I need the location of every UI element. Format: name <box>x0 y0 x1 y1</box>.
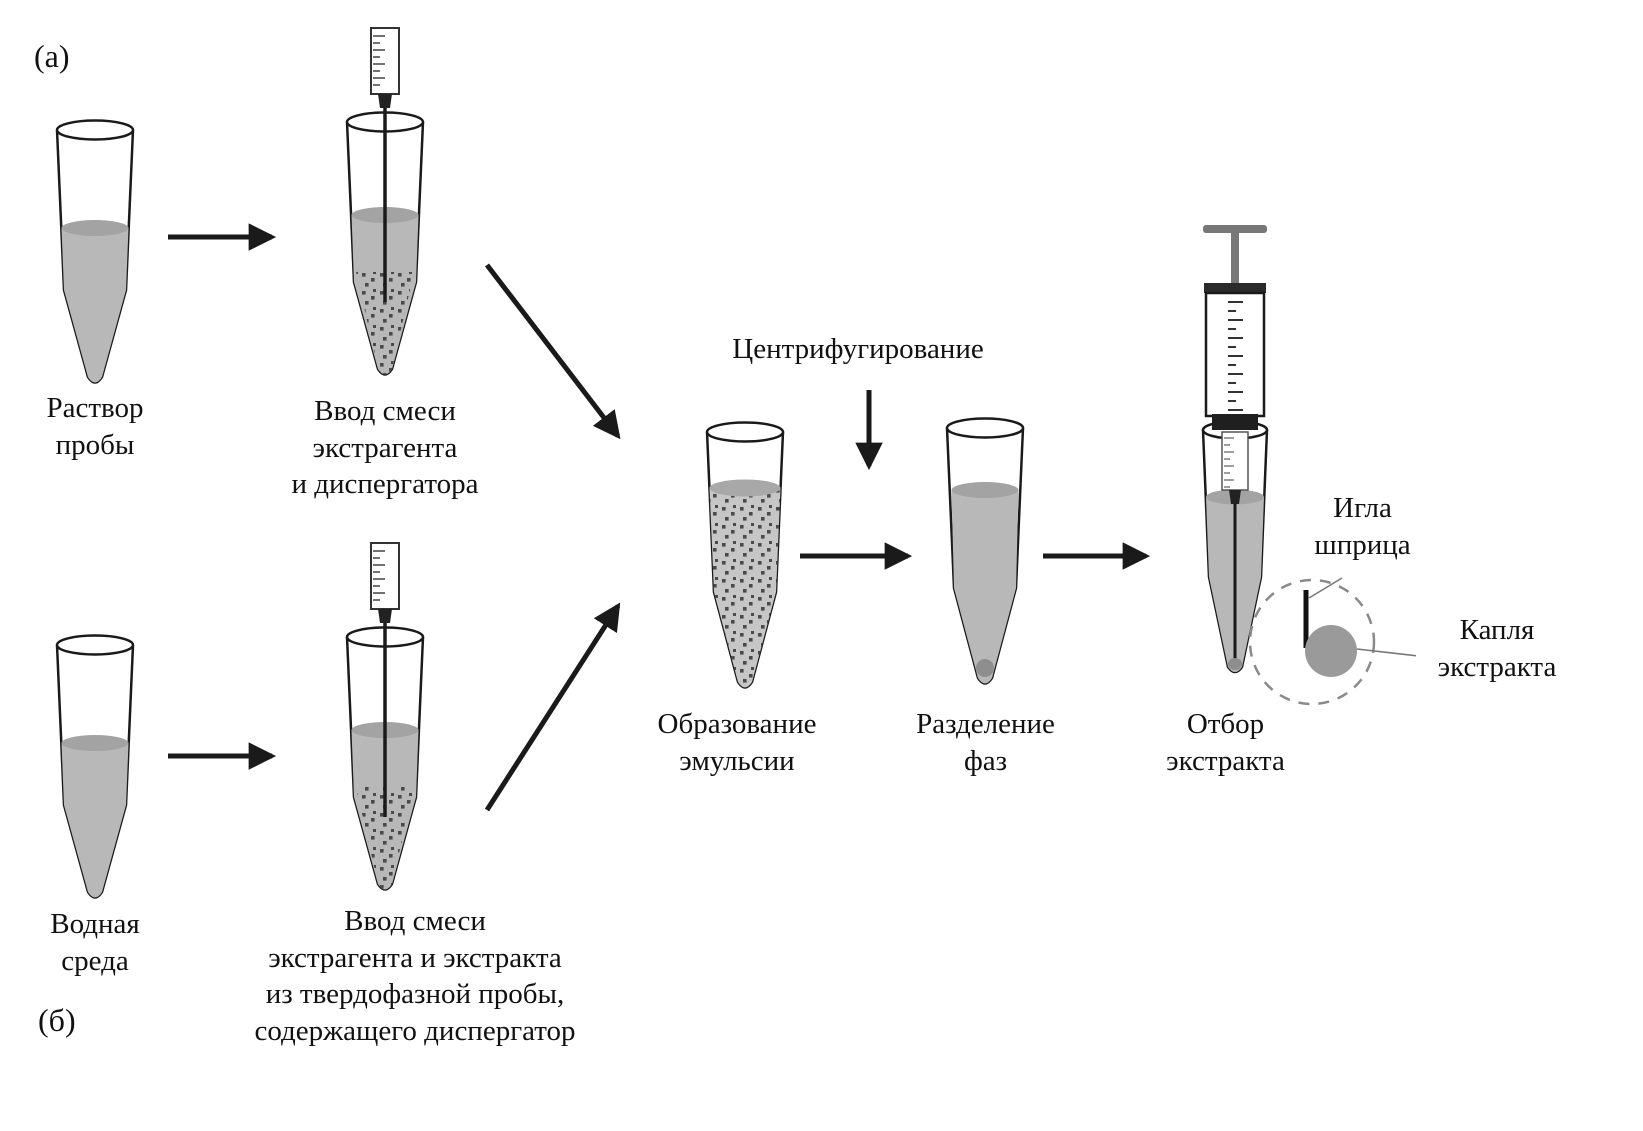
tube-aqueous-medium <box>55 634 135 899</box>
label-injection-a: Ввод смеси экстрагента и диспергатора <box>265 393 505 503</box>
syringe-barrel <box>1204 291 1266 418</box>
barrel-top-band <box>1204 283 1266 293</box>
liquid-surface <box>709 479 781 497</box>
liquid-surface <box>61 220 129 236</box>
label-syringe-needle: Игла шприца <box>1300 490 1425 564</box>
tube-liquid <box>61 228 129 383</box>
syringe-barrel <box>370 542 400 610</box>
extract-collection-assembly <box>1201 225 1428 706</box>
tube-liquid <box>951 490 1019 684</box>
syringe-barrel <box>370 27 400 95</box>
panel-b-label: (б) <box>38 1002 76 1038</box>
tube-emulsion <box>705 421 785 689</box>
drop-pointer-line <box>1356 648 1428 658</box>
tube-rim <box>705 421 785 443</box>
graduation-marks <box>373 35 385 86</box>
liquid-surface <box>61 735 129 751</box>
syringe-hub <box>378 94 392 108</box>
dispersed-droplets <box>356 272 414 375</box>
tube-rim <box>945 417 1025 439</box>
tube-phase-separation <box>945 417 1025 685</box>
inner-barrel <box>1221 431 1249 491</box>
magnified-tip-view <box>1248 577 1428 706</box>
needle-pointer-line <box>1308 577 1343 599</box>
label-injection-b: Ввод смеси экстрагента и экстракта из тв… <box>240 903 590 1050</box>
syringe-small-a <box>370 27 400 302</box>
magnified-extract-drop <box>1305 625 1357 677</box>
syringe-large <box>1203 225 1267 670</box>
tube-liquid <box>61 743 129 898</box>
syringe-hub <box>378 609 392 623</box>
tube-rim <box>55 634 135 656</box>
tube-injection-a <box>345 27 425 376</box>
label-emulsion-formation: Образование эмульсии <box>628 706 846 780</box>
emulsion-droplets <box>709 488 781 688</box>
label-extract-collection: Отбор экстракта <box>1128 706 1323 780</box>
tip-extract-drop <box>1228 658 1242 670</box>
sediment-drop <box>976 659 994 677</box>
flow-arrows <box>168 223 1151 812</box>
syringe-small-b <box>370 542 400 817</box>
label-aqueous-medium: Водная среда <box>15 906 175 980</box>
graduation-marks <box>373 550 385 601</box>
inner-graduation-marks <box>1224 437 1234 488</box>
barrel-bottom-band <box>1212 414 1258 430</box>
graduation-marks <box>1228 301 1243 411</box>
tube-rim <box>55 119 135 141</box>
arrow-injection-b-to-emulsion <box>484 602 621 812</box>
arrow-injection-a-to-emulsion <box>485 263 621 440</box>
label-sample-solution: Раствор пробы <box>15 390 175 464</box>
plunger-rod <box>1231 233 1239 285</box>
label-phase-separation: Разделение фаз <box>888 706 1083 780</box>
plunger-handle <box>1203 225 1267 233</box>
label-centrifugation: Центрифугирование <box>688 331 1028 368</box>
tube-injection-b <box>345 542 425 891</box>
panel-a-label: (а) <box>34 38 70 74</box>
liquid-surface <box>951 482 1019 498</box>
dispersed-droplets <box>356 787 414 890</box>
syringe-hub <box>1229 490 1241 504</box>
label-extract-drop: Капля экстракта <box>1416 612 1578 686</box>
tube-sample-solution <box>55 119 135 384</box>
